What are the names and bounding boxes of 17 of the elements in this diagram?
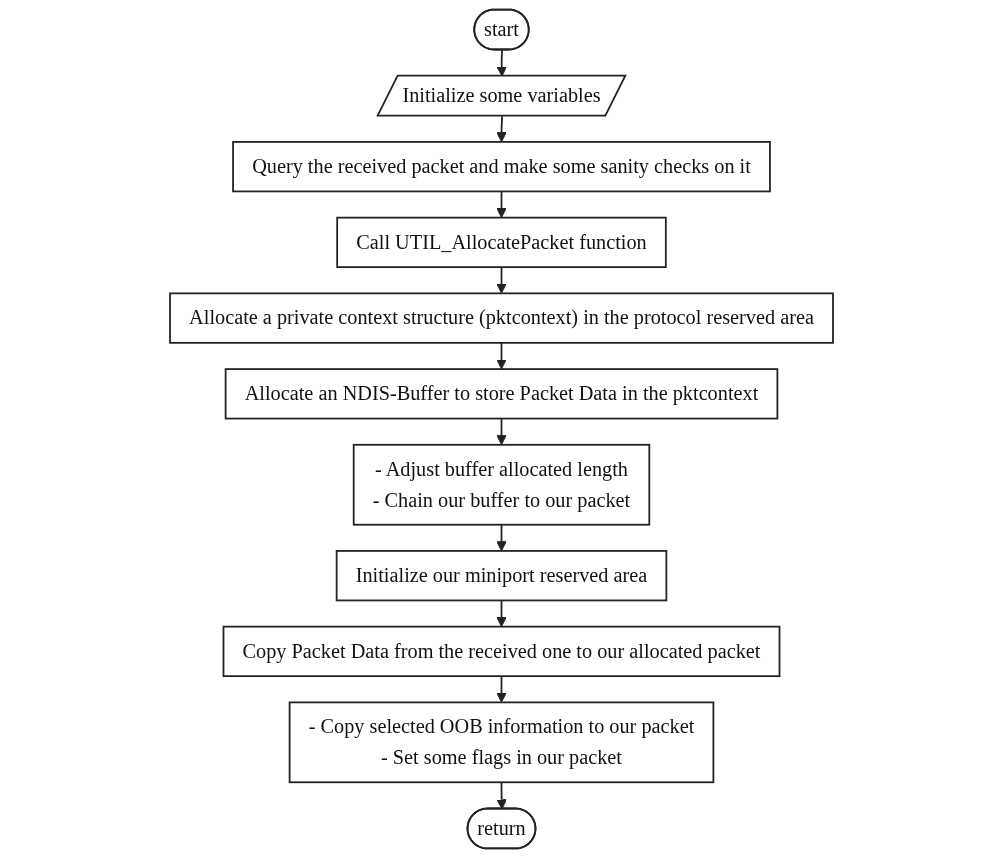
arrow <box>496 599 507 628</box>
node-box: Allocate a private context structure (pktcontext) in the protocol reserved area <box>169 292 834 344</box>
node-box: Query the received packet and make some sanity checks on it <box>232 141 771 193</box>
node-box: Copy Packet Data from the received one to our allocated packet <box>222 625 781 678</box>
arrow <box>496 523 507 552</box>
arrow <box>496 266 507 294</box>
node-box: Allocate an NDIS-Buffer to store Packet Data in the pktcontext <box>224 368 779 420</box>
node-box: - Copy selected OOB information to our packet - Set some flags in our packet <box>288 701 715 784</box>
arrow <box>496 675 507 703</box>
arrow <box>496 341 507 370</box>
arrow <box>496 781 507 810</box>
arrow <box>496 190 507 219</box>
node-box: - Adjust buffer allocated length - Chain our buffer to our packet <box>352 443 651 526</box>
arrow <box>496 115 507 143</box>
arrow <box>496 417 507 446</box>
node-box: Initialize our miniport reserved area <box>335 550 668 602</box>
node-box: Call UTIL_AllocatePacket function <box>336 216 667 268</box>
